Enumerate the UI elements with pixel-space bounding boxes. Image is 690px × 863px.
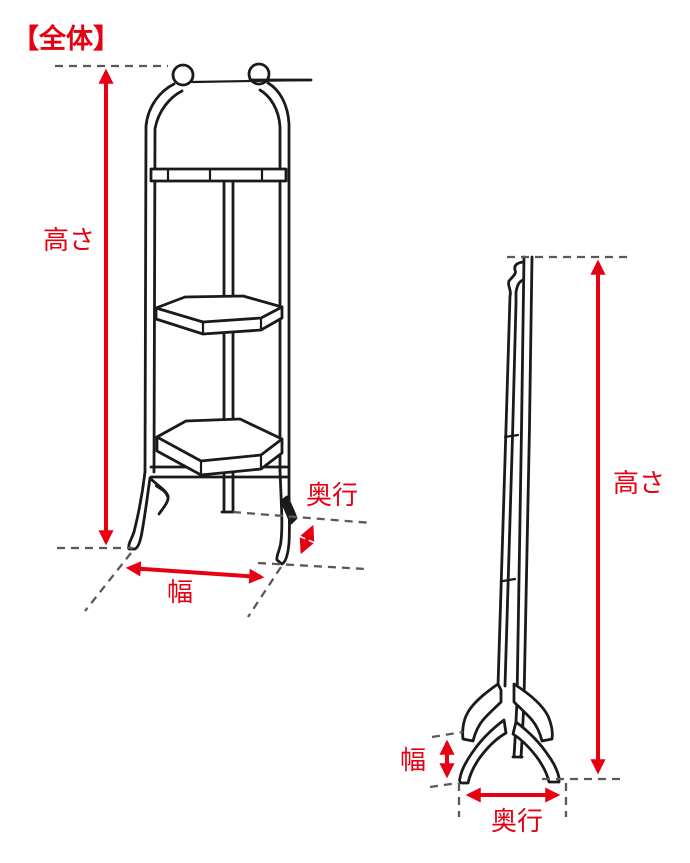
front-middle-shelf: [154, 294, 284, 336]
front-height-label: 高さ: [43, 225, 95, 255]
front-width-label: 幅: [167, 577, 193, 607]
front-right-perspective-line: [247, 566, 282, 618]
front-left-post: [143, 82, 184, 474]
front-front-ground-line: [257, 561, 367, 571]
front-left-leg: [127, 470, 170, 551]
front-bottom-shelf: [155, 417, 284, 477]
side-width-bottom-reference: [429, 781, 459, 789]
front-depth-arrow: [299, 524, 315, 555]
side-front-legs: [458, 718, 561, 785]
side-depth-label: 奥行: [491, 806, 543, 836]
front-view-drawing: [127, 62, 313, 566]
front-rear-ground-line: [232, 510, 373, 525]
front-right-post: [258, 81, 291, 472]
side-height-label: 高さ: [613, 468, 665, 498]
side-view-drawing: [458, 255, 561, 785]
front-top-shelf: [149, 167, 288, 183]
side-lower-shelf-edge: [501, 577, 517, 583]
front-depth-label: 奥行: [306, 480, 358, 510]
front-left-ring-finial: [171, 63, 195, 87]
front-left-perspective-line: [84, 552, 132, 612]
side-upper-shelf-edge: [503, 433, 520, 439]
page-title: 【全体】: [12, 23, 120, 54]
front-right-ring-finial: [247, 62, 271, 86]
side-width-top-reference: [431, 730, 464, 739]
front-view-dimensions: 高さ 幅 奥行: [43, 64, 373, 618]
side-frame-post: [496, 260, 525, 688]
front-handle-rod: [190, 78, 313, 84]
side-view-dimensions: 高さ 幅 奥行: [400, 255, 665, 836]
side-rear-legs: [461, 682, 554, 743]
side-width-label: 幅: [400, 745, 426, 775]
front-width-arrow: [125, 561, 265, 584]
